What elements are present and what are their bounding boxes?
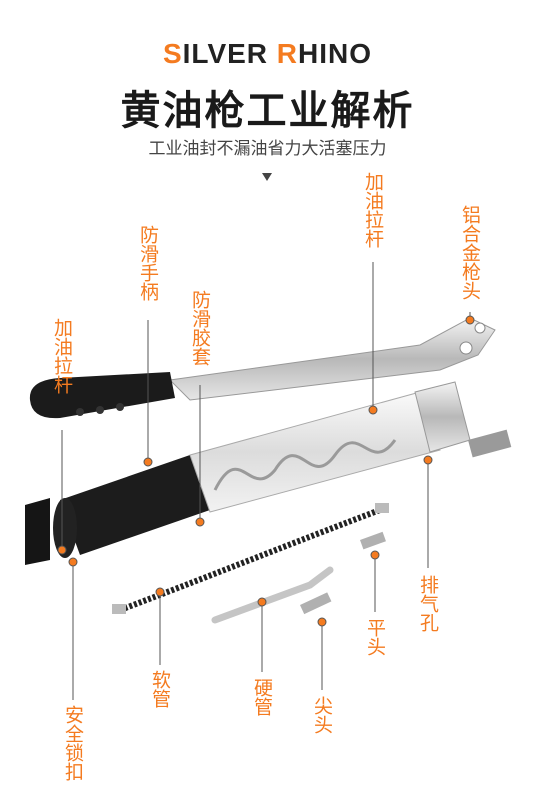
label-safety-lock: 安全锁扣 <box>62 705 84 781</box>
aluminum-head <box>414 381 512 458</box>
label-tip-head: 尖头 <box>311 696 333 734</box>
handle-grip <box>29 372 175 419</box>
label-fill-rod-left: 加油拉杆 <box>51 318 73 394</box>
leader-lines <box>57 262 475 700</box>
label-aluminum-head: 铝合金枪头 <box>459 205 481 300</box>
lever-handle <box>168 317 496 401</box>
label-fill-rod-top: 加油拉杆 <box>362 172 384 248</box>
soft-hose-end <box>112 604 126 614</box>
hard-tube <box>211 566 334 624</box>
label-anti-slip-sleeve: 防滑胶套 <box>189 290 211 366</box>
barrel-sleeve <box>25 455 210 565</box>
label-soft-tube: 软管 <box>149 670 171 708</box>
label-flat-head: 平头 <box>364 618 386 656</box>
brand-logo: SILVER RHINO <box>162 38 373 69</box>
flat-head-nozzle <box>360 531 386 550</box>
label-vent-hole: 排气孔 <box>417 575 439 632</box>
soft-hose-tip <box>375 503 389 513</box>
label-hard-tube: 硬管 <box>251 678 273 716</box>
down-arrow-icon <box>262 173 272 181</box>
label-anti-slip-handle: 防滑手柄 <box>137 225 159 301</box>
page-subtitle: 工业油封不漏油省力大活塞压力 <box>148 139 387 159</box>
tip-head-nozzle <box>300 592 332 615</box>
glass-barrel <box>189 391 441 513</box>
page-title: 黄油枪工业解析 <box>120 88 415 134</box>
